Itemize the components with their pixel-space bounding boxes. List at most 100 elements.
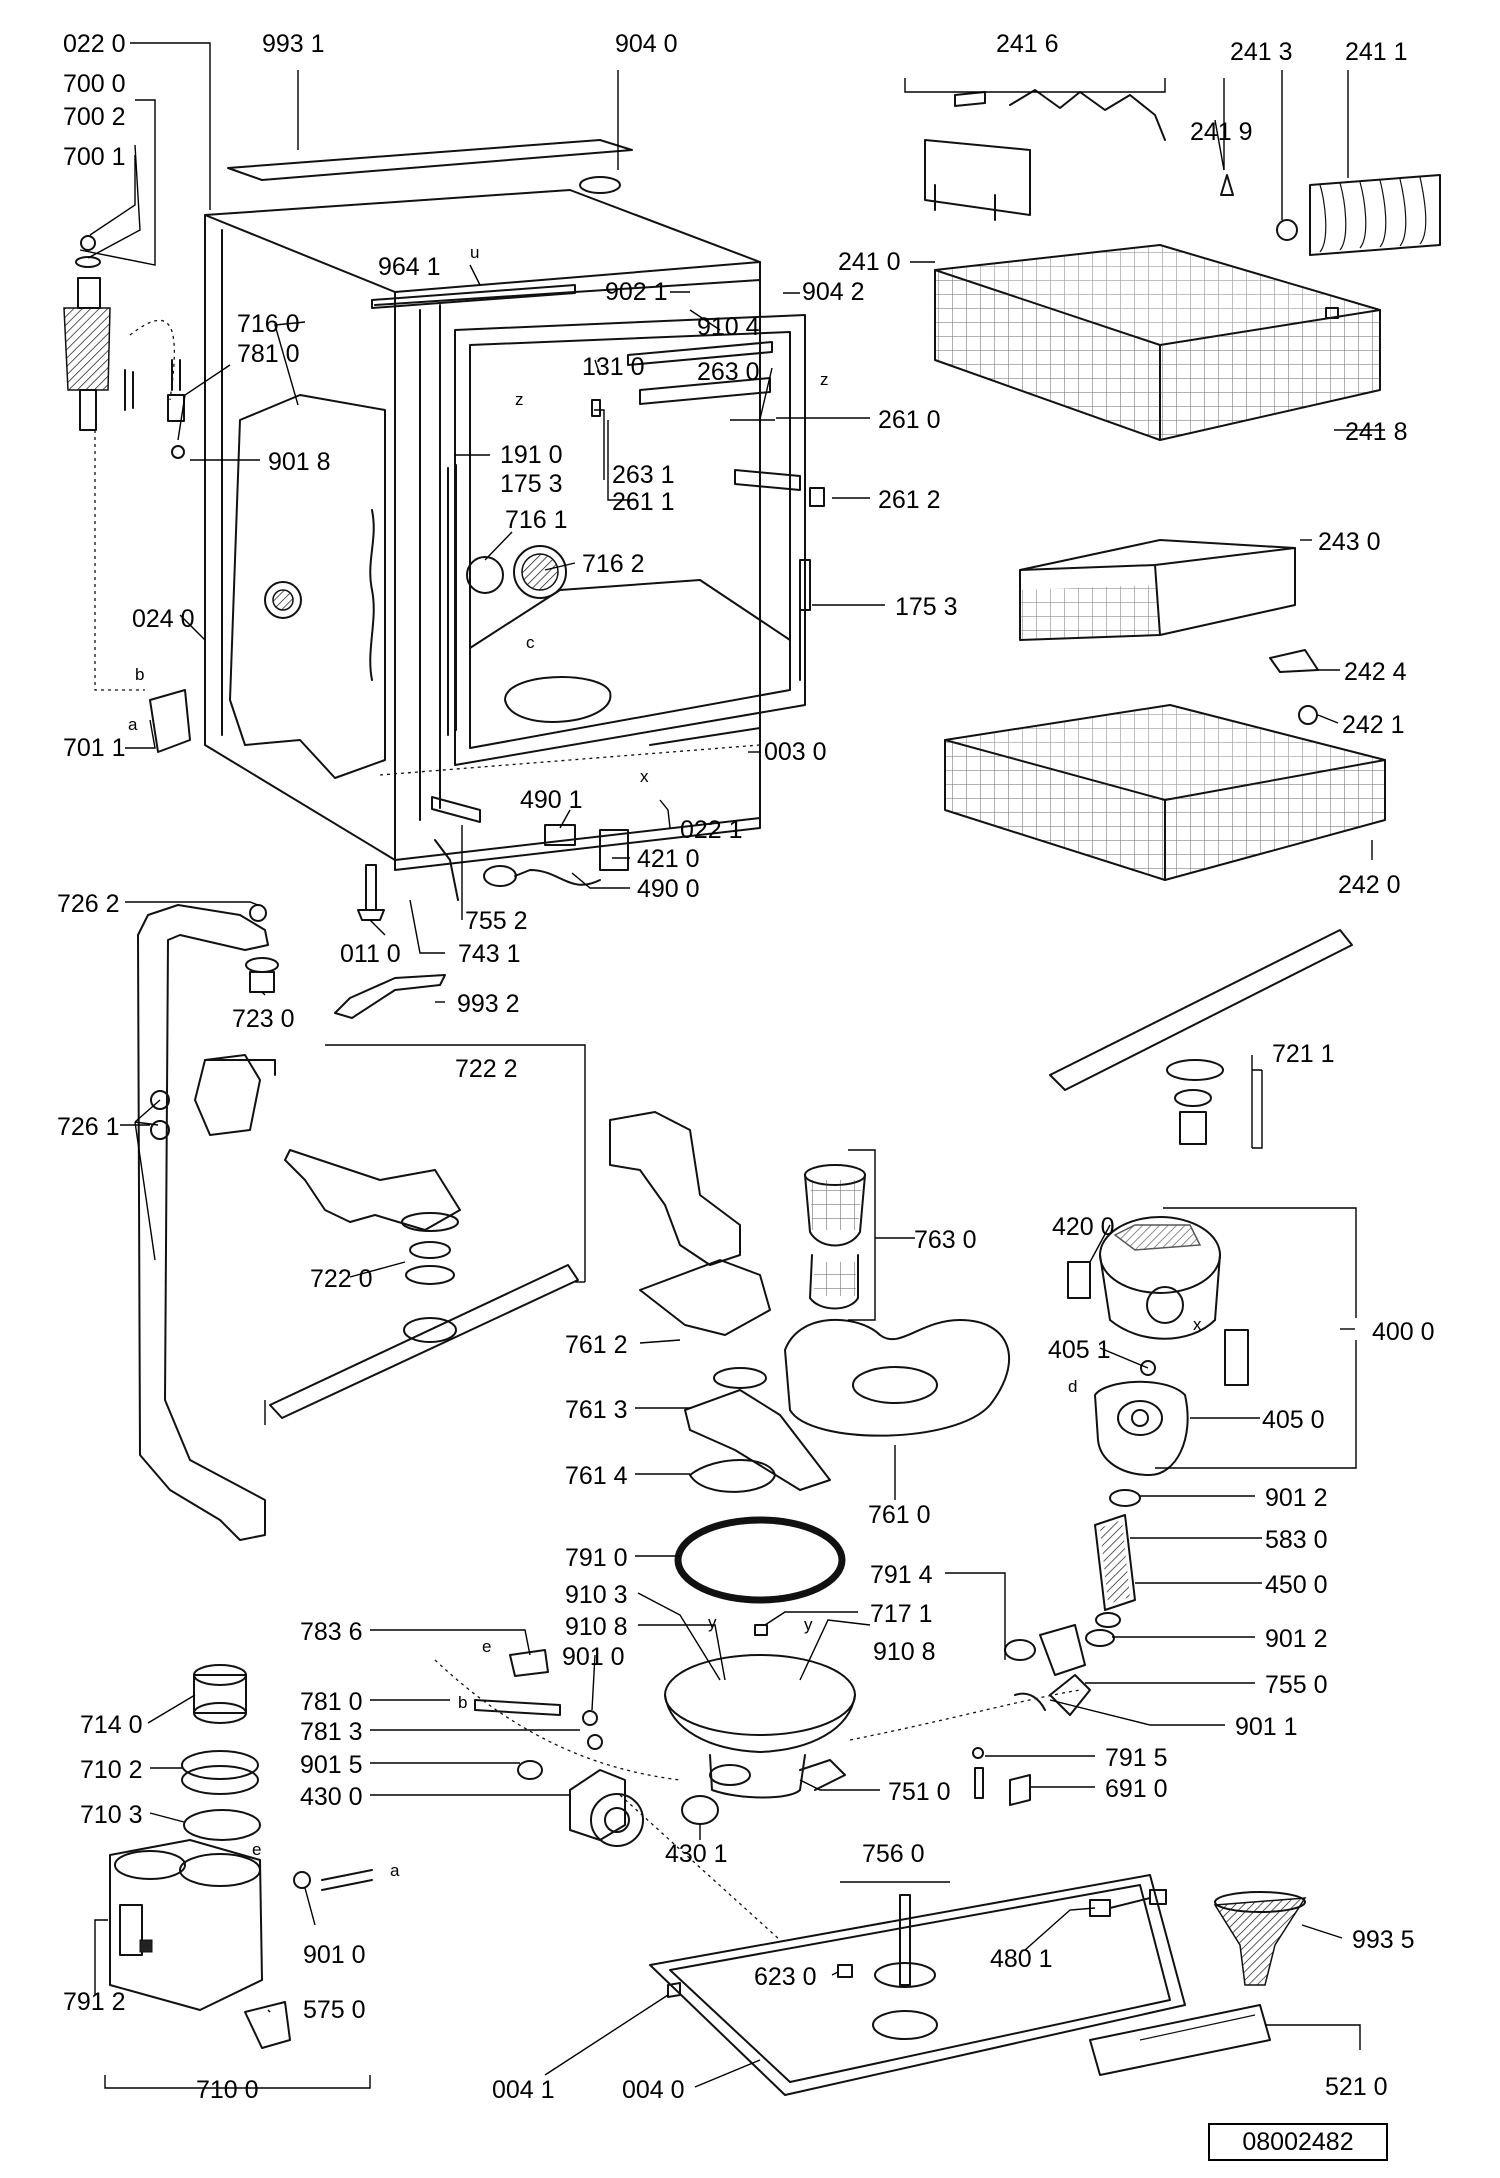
label-904-2: 904 2 [802, 278, 865, 306]
label-490-1: 490 1 [520, 786, 583, 814]
label-901-1: 901 1 [1235, 1713, 1298, 1741]
label-714-0: 714 0 [80, 1711, 143, 1739]
label-261-1: 261 1 [612, 488, 675, 516]
pump-group [972, 1216, 1249, 1806]
label-022-0: 022 0 [63, 30, 126, 58]
label-241-9: 241 9 [1190, 118, 1253, 146]
label-710-0: 710 0 [196, 2076, 259, 2104]
label-490-0: 490 0 [637, 875, 700, 903]
label-726-1: 726 1 [57, 1113, 120, 1141]
label-901-2b: 901 2 [1265, 1625, 1328, 1653]
label-901-5: 901 5 [300, 1751, 363, 1779]
ref-letter-d: d [1068, 1377, 1077, 1396]
ref-letter-y: y [804, 1615, 813, 1634]
label-910-8a: 910 8 [565, 1613, 628, 1641]
small-parts-centre [334, 796, 629, 1019]
ref-letter-z: z [515, 390, 524, 409]
label-263-1: 263 1 [612, 461, 675, 489]
label-761-2: 761 2 [565, 1331, 628, 1359]
label-701-1: 701 1 [63, 734, 126, 762]
sump-opening [504, 676, 612, 723]
label-901-0a: 901 0 [562, 1643, 625, 1671]
label-791-4: 791 4 [870, 1561, 933, 1589]
ref-letter-a: a [128, 715, 138, 734]
ref-letter-e: e [482, 1637, 491, 1656]
label-723-0: 723 0 [232, 1005, 295, 1033]
label-400-0: 400 0 [1372, 1318, 1435, 1346]
label-521-0: 521 0 [1325, 2073, 1388, 2101]
label-131-0: 131 0 [582, 353, 645, 381]
reference-letters: a b a b c d e e x x z z y y u [128, 243, 1202, 1880]
label-241-1: 241 1 [1345, 38, 1408, 66]
label-241-6: 241 6 [996, 30, 1059, 58]
label-710-3: 710 3 [80, 1801, 143, 1829]
label-721-1: 721 1 [1272, 1040, 1335, 1068]
label-011-0: 011 0 [340, 940, 401, 968]
label-241-8: 241 8 [1345, 418, 1408, 446]
document-number: 08002482 [1208, 2123, 1388, 2161]
label-242-1: 242 1 [1342, 711, 1405, 739]
label-755-0: 755 0 [1265, 1671, 1328, 1699]
label-421-0: 421 0 [637, 845, 700, 873]
label-430-1: 430 1 [665, 1840, 728, 1868]
label-430-0: 430 0 [300, 1783, 363, 1811]
label-243-0: 243 0 [1318, 528, 1381, 556]
label-763-0: 763 0 [914, 1226, 977, 1254]
label-910-4: 910 4 [697, 313, 760, 341]
label-717-1: 717 1 [870, 1600, 933, 1628]
label-722-2: 722 2 [455, 1055, 518, 1083]
label-761-4: 761 4 [565, 1462, 628, 1490]
label-263-0: 263 0 [697, 358, 760, 386]
ref-letter-y: y [708, 1613, 717, 1632]
part-labels: 022 0 993 1 904 0 241 6 241 3 241 1 700 … [57, 30, 1435, 2104]
label-241-0: 241 0 [838, 248, 901, 276]
label-710-2: 710 2 [80, 1756, 143, 1784]
label-450-0: 450 0 [1265, 1571, 1328, 1599]
label-261-0: 261 0 [878, 406, 941, 434]
ref-letter-b: b [458, 1693, 467, 1712]
ref-letter-z: z [820, 370, 829, 389]
label-722-0: 722 0 [310, 1265, 373, 1293]
label-904-0: 904 0 [615, 30, 678, 58]
label-761-3: 761 3 [565, 1396, 628, 1424]
water-pipes [137, 904, 741, 1541]
label-993-1: 993 1 [262, 30, 325, 58]
label-175-3a: 175 3 [500, 470, 563, 498]
label-993-2: 993 2 [457, 990, 520, 1018]
label-901-0b: 901 0 [303, 1941, 366, 1969]
cabinet-assembly [204, 139, 825, 871]
grouping-brackets [104, 78, 1357, 2089]
label-993-5: 993 5 [1352, 1926, 1415, 1954]
label-623-0: 623 0 [754, 1963, 817, 1991]
label-191-0: 191 0 [500, 441, 563, 469]
label-175-3b: 175 3 [895, 593, 958, 621]
label-910-3: 910 3 [565, 1581, 628, 1609]
label-791-5: 791 5 [1105, 1744, 1168, 1772]
label-901-8: 901 8 [268, 448, 331, 476]
label-902-1: 902 1 [605, 278, 668, 306]
label-910-8b: 910 8 [873, 1638, 936, 1666]
ref-letter-e: e [252, 1840, 261, 1859]
label-241-3: 241 3 [1230, 38, 1293, 66]
label-756-0: 756 0 [862, 1840, 925, 1868]
label-022-1: 022 1 [680, 816, 743, 844]
label-420-0: 420 0 [1052, 1213, 1115, 1241]
label-716-2: 716 2 [582, 550, 645, 578]
ref-letter-b: b [135, 665, 144, 684]
label-003-0: 003 0 [764, 738, 827, 766]
label-964-1: 964 1 [378, 253, 441, 281]
label-583-0: 583 0 [1265, 1526, 1328, 1554]
label-004-0: 004 0 [622, 2076, 685, 2104]
baskets [924, 89, 1441, 1145]
top-cover-strip [227, 139, 633, 181]
label-405-1: 405 1 [1048, 1336, 1111, 1364]
label-755-2: 755 2 [465, 907, 528, 935]
label-743-1: 743 1 [458, 940, 521, 968]
label-575-0: 575 0 [303, 1996, 366, 2024]
ref-letter-c: c [526, 633, 535, 652]
label-700-1: 700 1 [63, 143, 126, 171]
label-791-2: 791 2 [63, 1988, 126, 2016]
label-781-0b: 781 0 [300, 1688, 363, 1716]
label-716-1: 716 1 [505, 506, 568, 534]
